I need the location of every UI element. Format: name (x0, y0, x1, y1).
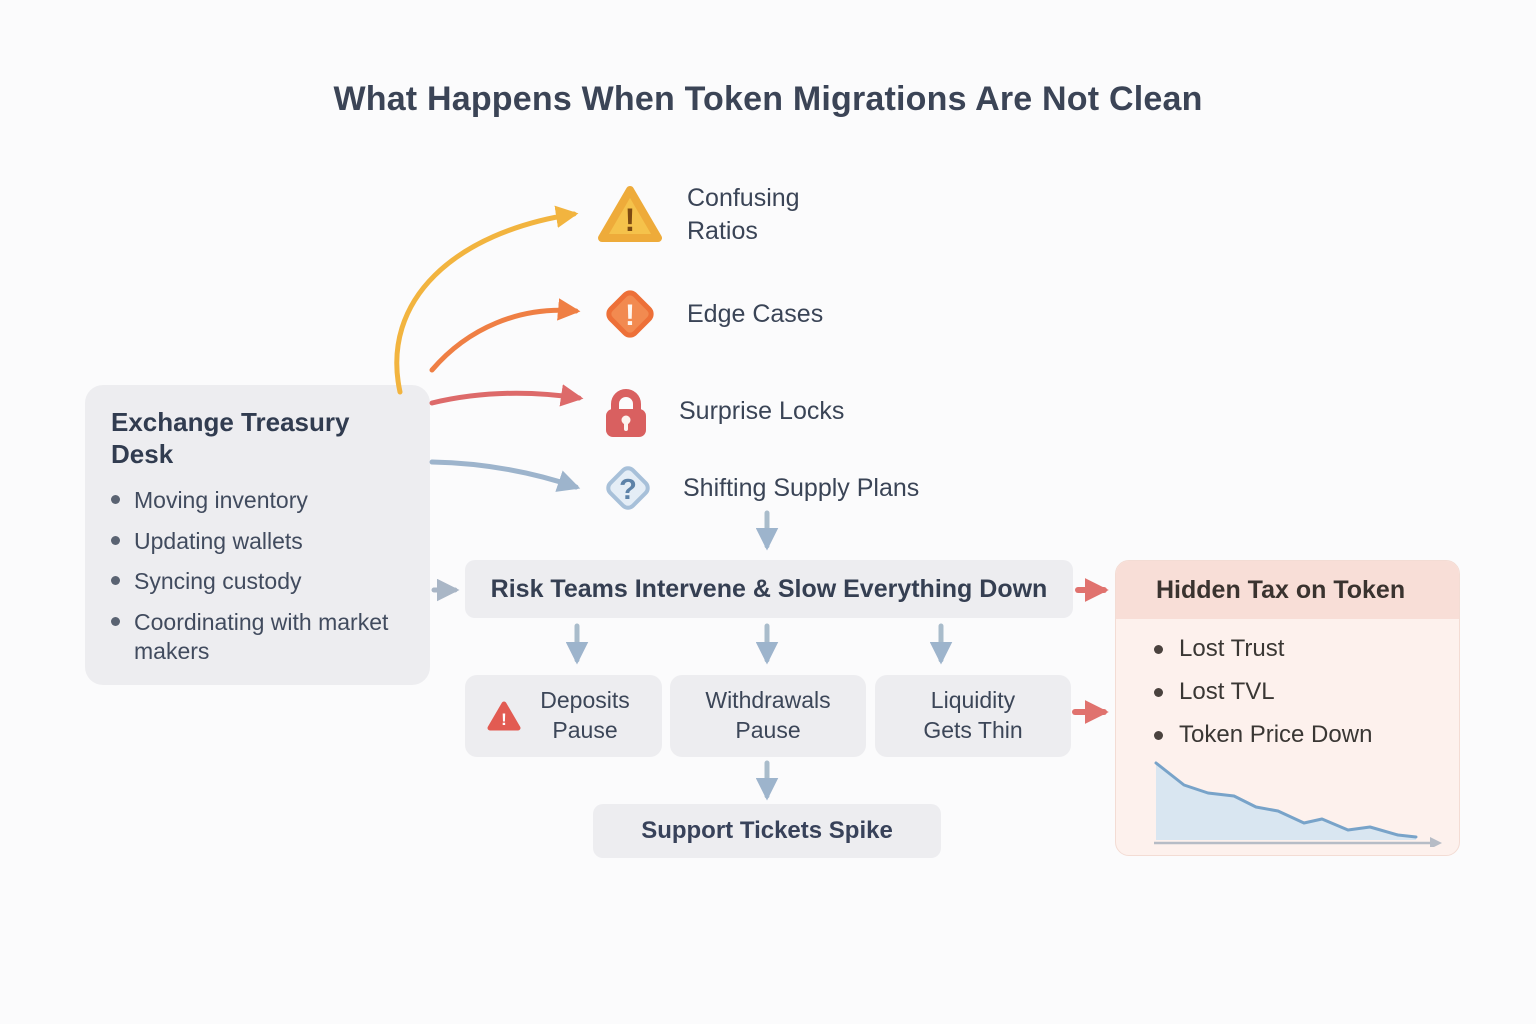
page-title: What Happens When Token Migrations Are N… (333, 80, 1203, 118)
exclamation-glyph: ! (501, 710, 507, 729)
question-glyph: ? (619, 474, 637, 506)
risk-label-surprise-locks: Surprise Locks (679, 396, 845, 425)
support-tickets-box: Support Tickets Spike (593, 804, 941, 858)
risk-row-confusing-ratios: ! Confusing Ratios (597, 182, 827, 247)
warning-triangle-icon: ! (487, 700, 521, 732)
price-trend-line (1154, 761, 1418, 839)
deposits-pause-label: Deposits Pause (540, 687, 630, 743)
price-area-fill (1156, 763, 1416, 840)
risk-label-edge-cases: Edge Cases (687, 299, 824, 328)
bullet-dot-icon (111, 616, 120, 626)
bullet-dot-icon (1154, 730, 1163, 740)
hidden-tax-item-label: Lost Trust (1179, 635, 1285, 662)
exclamation-glyph: ! (625, 299, 635, 332)
treasury-item-label: Moving inventory (134, 487, 308, 514)
hidden-tax-list: Lost Trust Lost TVL Token Price Down (1116, 635, 1459, 749)
deposits-pause-box: ! Deposits Pause (465, 675, 662, 757)
bullet-dot-icon (111, 576, 120, 586)
list-item: Moving inventory (111, 486, 404, 515)
treasury-item-label: Coordinating with market makers (134, 608, 389, 665)
liquidity-thin-box: Liquidity Gets Thin (875, 675, 1071, 757)
bullet-dot-icon (1154, 687, 1163, 697)
list-item: Lost TVL (1154, 678, 1459, 706)
hidden-tax-header: Hidden Tax on Token (1116, 561, 1459, 619)
hidden-tax-item-label: Lost TVL (1179, 678, 1275, 705)
list-item: Token Price Down (1154, 721, 1459, 749)
arrow-treasury-to-shifting-supply (429, 459, 581, 492)
list-item: Coordinating with market makers (111, 608, 404, 667)
bullet-dot-icon (1154, 644, 1163, 654)
risk-row-edge-cases: ! Edge Cases (597, 281, 823, 347)
withdrawals-pause-label: Withdrawals Pause (705, 687, 831, 743)
treasury-task-list: Moving inventory Updating wallets Syncin… (111, 486, 404, 666)
axis-arrowhead-icon (1430, 837, 1442, 849)
hidden-tax-box: Hidden Tax on Token Lost Trust Lost TVL … (1115, 560, 1460, 856)
arrow-treasury-to-edge-cases (429, 298, 581, 373)
arrow-treasury-to-surprise-locks (429, 384, 584, 407)
list-item: Lost Trust (1154, 635, 1459, 663)
treasury-item-label: Syncing custody (134, 568, 302, 595)
treasury-box-title: Exchange Treasury Desk (111, 407, 350, 469)
hidden-tax-title: Hidden Tax on Token (1156, 575, 1406, 604)
bullet-dot-icon (111, 535, 120, 545)
risk-label-confusing-ratios: Confusing Ratios (687, 184, 800, 245)
liquidity-thin-label: Liquidity Gets Thin (923, 687, 1023, 743)
list-item: Updating wallets (111, 527, 404, 556)
risk-teams-box: Risk Teams Intervene & Slow Everything D… (465, 560, 1073, 618)
withdrawals-pause-box: Withdrawals Pause (670, 675, 866, 757)
risk-row-shifting-supply: ? Shifting Supply Plans (597, 457, 919, 519)
exclamation-glyph: ! (625, 202, 636, 238)
alert-diamond-icon: ! (597, 281, 663, 347)
exchange-treasury-desk-box: Exchange Treasury Desk Moving inventory … (85, 385, 430, 685)
arrow-treasury-to-confusing-ratios (394, 205, 579, 395)
token-price-down-chart (1154, 755, 1444, 849)
risk-row-surprise-locks: Surprise Locks (597, 382, 844, 440)
hidden-tax-item-label: Token Price Down (1179, 721, 1373, 748)
question-diamond-icon: ? (597, 457, 659, 519)
warning-triangle-icon: ! (597, 183, 663, 247)
treasury-item-label: Updating wallets (134, 527, 303, 554)
risk-label-shifting-supply: Shifting Supply Plans (683, 473, 920, 502)
bullet-dot-icon (111, 495, 120, 505)
lock-icon (597, 382, 655, 440)
list-item: Syncing custody (111, 567, 404, 596)
